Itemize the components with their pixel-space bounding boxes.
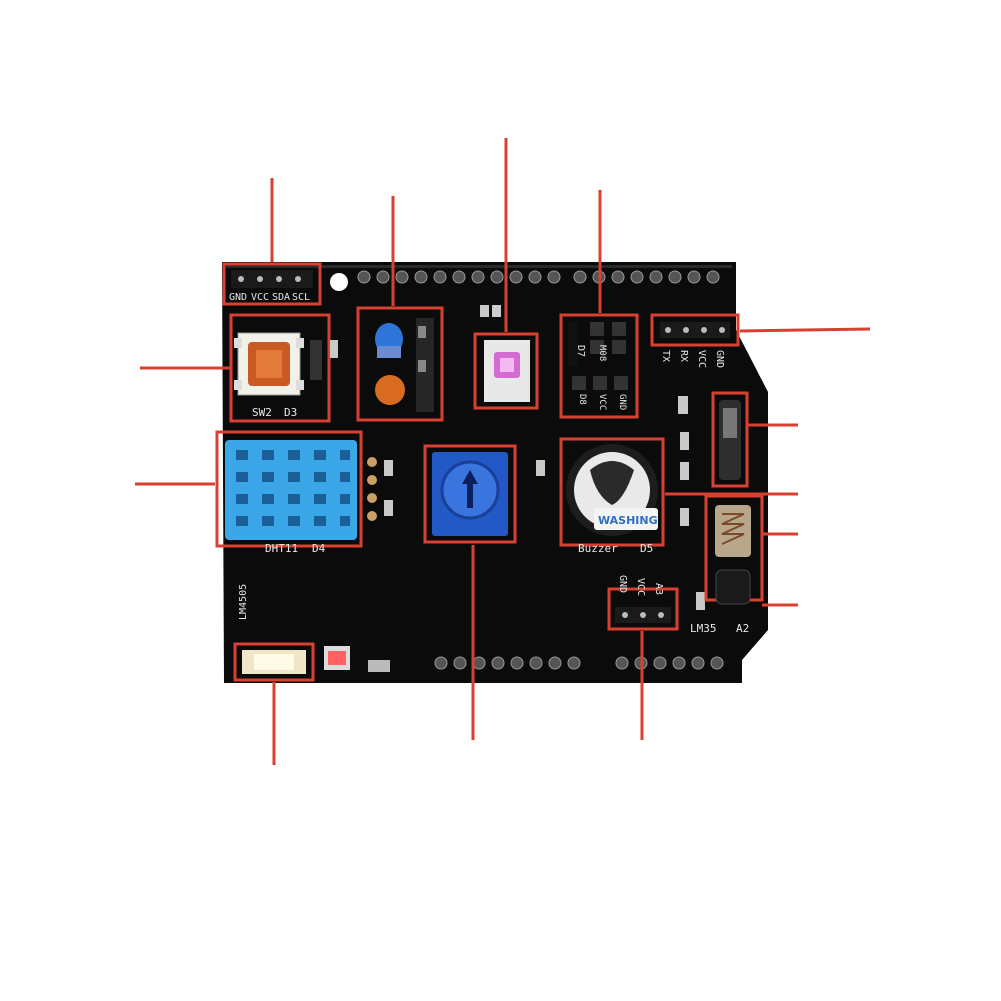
lm35-label: LM35 xyxy=(690,622,717,635)
analog-a3-label: A3 xyxy=(653,583,664,595)
potentiometer xyxy=(423,444,517,544)
smd-led xyxy=(233,642,390,682)
analog-header: GND VCC A3 xyxy=(607,575,679,631)
i2c-label-vcc: VCC xyxy=(251,292,269,303)
dht-pins xyxy=(367,457,377,521)
uart-rx-label: RX xyxy=(678,350,689,362)
board-shine xyxy=(226,265,732,268)
analog-gnd-label: GND xyxy=(617,575,628,593)
dht11-pin-label: D4 xyxy=(312,542,326,555)
smd-components xyxy=(330,305,705,610)
orange-led xyxy=(375,375,405,405)
uart-tx-label: TX xyxy=(660,350,671,362)
uart-vcc-label: VCC xyxy=(696,350,707,368)
sensor-cluster: LM35 A2 xyxy=(690,494,764,635)
ir-receiver xyxy=(711,391,749,488)
analog-vcc-label: VCC xyxy=(635,578,646,596)
ir-d8-label: D8 xyxy=(577,394,587,405)
dht11-label: DHT11 xyxy=(265,542,298,555)
ir-vcc-label: VCC xyxy=(597,394,607,410)
uart-gnd-label: GND xyxy=(714,350,725,368)
ir-d7-label: D7 xyxy=(575,345,586,357)
buzzer-sticker-text: WASHING xyxy=(598,514,658,527)
i2c-label-scl: SCL xyxy=(292,292,310,303)
callout-lines xyxy=(135,138,871,765)
sw2-label: SW2 xyxy=(252,406,272,419)
top-arduino-header xyxy=(357,270,720,284)
lm35-pin-label: A2 xyxy=(736,622,749,635)
i2c-label-gnd: GND xyxy=(229,292,247,303)
mounting-hole xyxy=(330,273,348,291)
buzzer-pin-label: D5 xyxy=(640,542,653,555)
rgb-led-module xyxy=(473,305,539,410)
ir-module-headers: D7 M08 D8 VCC GND xyxy=(559,313,639,419)
dht11-sensor: DHT11 D4 xyxy=(215,430,363,555)
bottom-arduino-header xyxy=(434,656,724,670)
ir-gnd-label: GND xyxy=(617,394,627,410)
buzzer: WASHING Buzzer D5 xyxy=(559,437,665,555)
uart-header: TX RX VCC GND xyxy=(650,313,740,368)
ir-m08-label: M08 xyxy=(597,345,607,361)
pot-arrow-icon xyxy=(462,470,478,508)
push-button-sw2: SW2 D3 xyxy=(229,313,331,423)
i2c-label-sda: SDA xyxy=(272,292,290,303)
i2c-header: GND VCC SDA SCL xyxy=(222,262,322,306)
led-module xyxy=(356,306,444,422)
sw2-pin-label: D3 xyxy=(284,406,297,419)
buzzer-label: Buzzer xyxy=(578,542,618,555)
chip-id-label: LM4505 xyxy=(238,584,249,620)
